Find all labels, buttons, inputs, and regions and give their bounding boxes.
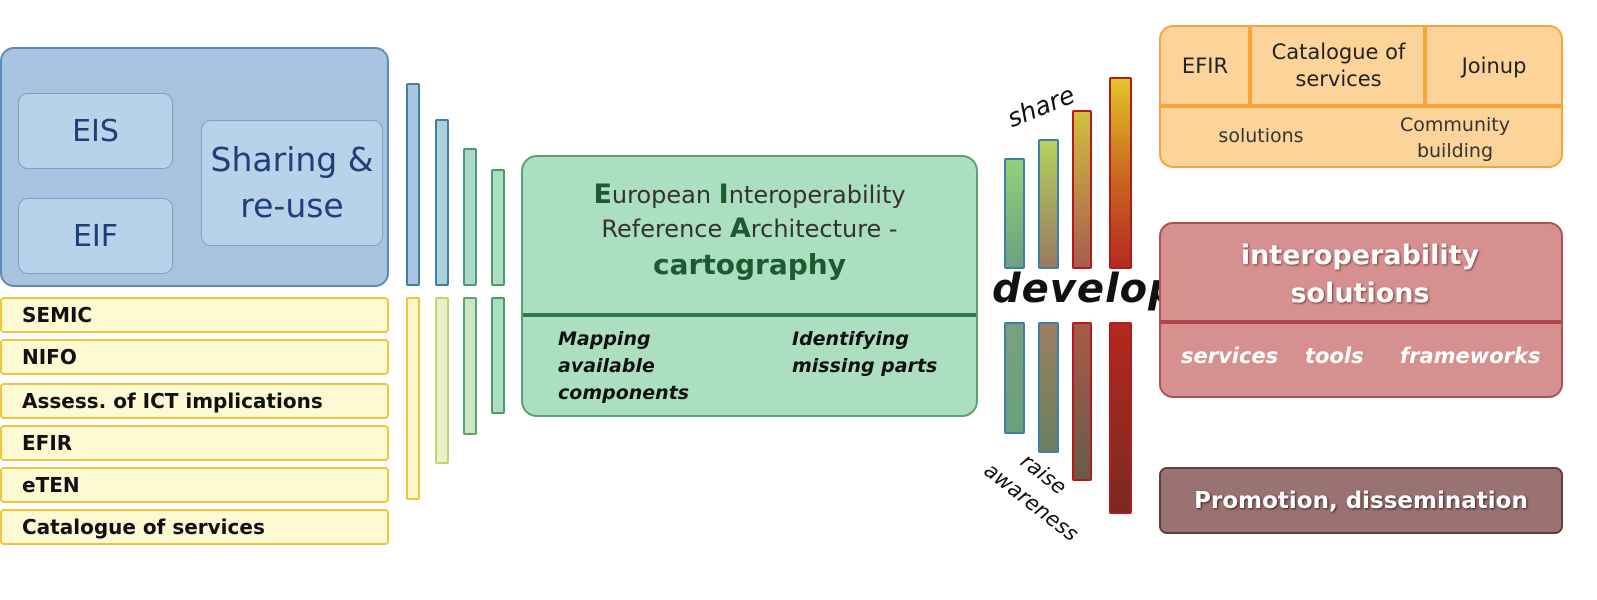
- title-text: Reference: [601, 215, 730, 243]
- list-item: Catalogue of services: [0, 509, 389, 545]
- identifying-text: Identifying missing parts: [792, 328, 938, 377]
- share-bar: [1109, 77, 1132, 269]
- awareness-bar: [1004, 322, 1025, 434]
- promotion-label: Promotion, dissemination: [1194, 487, 1528, 514]
- list-item: eTEN: [0, 467, 389, 503]
- title-text: rchitecture -: [750, 215, 898, 243]
- community-cell: Community building: [1400, 114, 1510, 162]
- frameworks-item: frameworks: [1400, 344, 1541, 368]
- share-label: share: [1003, 79, 1079, 134]
- mapping-text: Mapping available components: [558, 328, 690, 404]
- cartography-label: cartography: [653, 248, 846, 281]
- connector-bar: [463, 148, 477, 286]
- tools-panel: [1159, 25, 1563, 168]
- interoperability-solutions-panel: [1159, 222, 1563, 398]
- share-bar: [1072, 110, 1092, 269]
- divider: [1161, 104, 1561, 108]
- eif-box: EIF: [18, 198, 173, 274]
- initial-i: I: [718, 179, 729, 210]
- eira-title: European Interoperability Reference Arch…: [521, 178, 978, 281]
- connector-bar: [406, 83, 420, 286]
- title-text: nteroperability: [728, 181, 906, 209]
- sharing-label: Sharing & re-use: [210, 139, 374, 225]
- connector-bar: [406, 297, 420, 500]
- solutions-cell: solutions: [1218, 125, 1304, 147]
- initial-e: E: [593, 179, 612, 210]
- share-bar: [1004, 158, 1025, 269]
- promotion-box: Promotion, dissemination: [1159, 467, 1563, 534]
- connector-bar: [435, 297, 449, 464]
- efir-cell: EFIR: [1181, 54, 1229, 78]
- awareness-bar: [1072, 322, 1092, 481]
- awareness-bar: [1038, 322, 1059, 453]
- services-item: services: [1181, 344, 1279, 368]
- share-bar: [1038, 139, 1059, 269]
- list-item: SEMIC: [0, 297, 389, 333]
- sharing-reuse-box: Sharing & re-use: [201, 120, 383, 246]
- connector-bar: [491, 169, 505, 286]
- solutions-title: interoperability solutions: [1240, 240, 1480, 309]
- title-text: uropean: [611, 181, 719, 209]
- connector-bar: [435, 119, 449, 286]
- divider: [1248, 27, 1252, 105]
- divider: [523, 313, 976, 317]
- awareness-bar: [1109, 322, 1132, 514]
- joinup-cell: Joinup: [1461, 54, 1527, 78]
- list-item: EFIR: [0, 425, 389, 461]
- divider: [1423, 27, 1427, 105]
- develop-label: develop: [992, 266, 1178, 312]
- eis-label: EIS: [72, 113, 119, 149]
- connector-bar: [491, 297, 505, 414]
- eis-box: EIS: [18, 93, 173, 169]
- initial-a: A: [729, 213, 751, 244]
- list-item: NIFO: [0, 339, 389, 375]
- catalogue-cell: Catalogue of services: [1271, 40, 1406, 91]
- divider: [1161, 320, 1561, 324]
- eif-label: EIF: [72, 218, 119, 254]
- connector-bar: [463, 297, 477, 435]
- eira-cartography-box: [521, 155, 978, 417]
- tools-item: tools: [1305, 344, 1364, 368]
- list-item: Assess. of ICT implications: [0, 383, 389, 419]
